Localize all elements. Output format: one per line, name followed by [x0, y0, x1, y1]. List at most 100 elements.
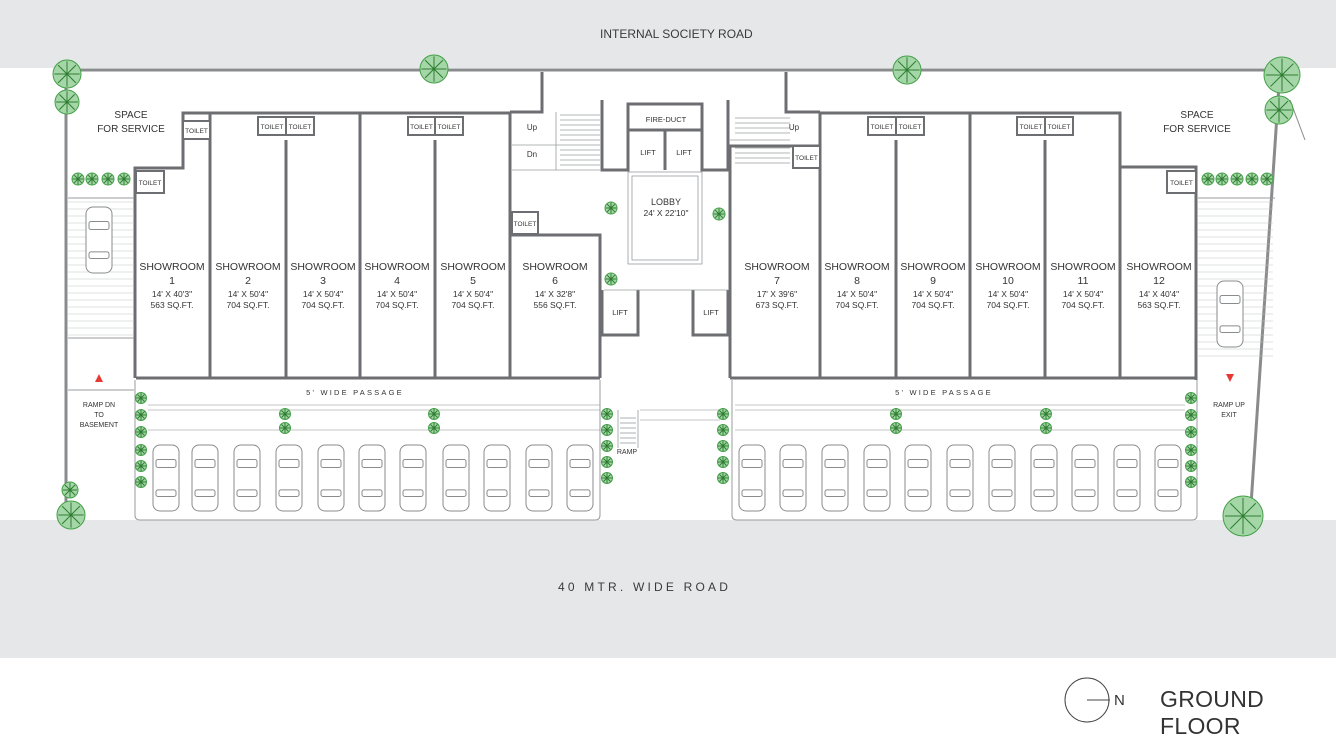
showroom-area: 704 SQ.FT. [302, 300, 345, 310]
showroom-dims: 14' X 50'4" [837, 289, 877, 299]
car [1113, 444, 1141, 512]
car [152, 444, 180, 512]
showroom-area: 704 SQ.FT. [987, 300, 1030, 310]
showroom-number: 7 [774, 275, 780, 287]
showroom-number: 1 [169, 275, 175, 287]
showroom-dims: 14' X 50'4" [988, 289, 1028, 299]
tree-icon [61, 481, 79, 499]
toilet: TOILET [792, 145, 821, 169]
toilet: TOILET [407, 116, 436, 136]
tree-icon [117, 172, 131, 186]
showroom-area: 556 SQ.FT. [534, 300, 577, 310]
toilet: TOILET [895, 116, 925, 136]
tree-icon [56, 500, 86, 530]
tree-icon [1264, 95, 1294, 125]
showroom-1: SHOWROOM 1 14' X 40'3"563 SQ.FT. [139, 261, 204, 310]
toilet-label: TOILET [185, 128, 208, 135]
service-space-left-line2: FOR SERVICE [97, 124, 165, 135]
north-label: N [1114, 692, 1125, 709]
showroom-number: 12 [1153, 275, 1165, 287]
lift-label: LIFT [676, 148, 692, 157]
showroom-dims: 14' X 40'4" [1139, 289, 1179, 299]
toilet-label: TOILET [1048, 124, 1071, 131]
tree-icon [1263, 56, 1301, 94]
car [946, 444, 974, 512]
showroom-number: 9 [930, 275, 936, 287]
main-road-band [0, 520, 1336, 658]
showroom-label: SHOWROOM [744, 261, 809, 273]
showroom-area: 704 SQ.FT. [227, 300, 270, 310]
stair-up-label: Up [789, 123, 800, 132]
tree-icon [279, 408, 291, 420]
ramp-down-arrow-icon [95, 374, 103, 382]
showroom-area: 563 SQ.FT. [1138, 300, 1181, 310]
toilet: TOILET [1166, 170, 1197, 194]
toilet: TOILET [182, 120, 211, 140]
showroom-label: SHOWROOM [290, 261, 355, 273]
service-space-left-line1: SPACE [114, 110, 147, 121]
showroom-area: 563 SQ.FT. [151, 300, 194, 310]
tree-icon [428, 408, 440, 420]
showroom-number: 4 [394, 275, 400, 287]
tree-icon [279, 422, 291, 434]
showroom-area: 704 SQ.FT. [452, 300, 495, 310]
toilet: TOILET [1016, 116, 1046, 136]
toilet: TOILET [257, 116, 287, 136]
tree-icon [1215, 172, 1229, 186]
showroom-label: SHOWROOM [215, 261, 280, 273]
showroom-label: SHOWROOM [364, 261, 429, 273]
toilet: TOILET [1044, 116, 1074, 136]
lobby-outline [604, 171, 728, 291]
tree-icon [101, 172, 115, 186]
stair-up-label: Up [527, 123, 538, 132]
tree-icon [601, 440, 613, 452]
tree-icon [135, 476, 147, 488]
car [85, 206, 113, 274]
fire-duct-label: FIRE-DUCT [646, 115, 687, 124]
tree-icon [1185, 426, 1197, 438]
parked-cars [85, 206, 1244, 512]
showroom-area: 704 SQ.FT. [836, 300, 879, 310]
tree-icon [601, 472, 613, 484]
tree-icon [601, 408, 613, 420]
showroom-dims: 14' X 50'4" [913, 289, 953, 299]
tree-icon [135, 444, 147, 456]
showroom-number: 11 [1078, 275, 1089, 287]
main-road-label: 40 MTR. WIDE ROAD [558, 580, 732, 594]
toilet-label: TOILET [871, 124, 894, 131]
tree-icon [604, 201, 618, 215]
car [483, 444, 511, 512]
tree-icon [1185, 476, 1197, 488]
showroom-label: SHOWROOM [139, 261, 204, 273]
stair-dn-label: Dn [527, 150, 537, 159]
toilet-label: TOILET [795, 155, 818, 162]
internal-road-band [0, 0, 1336, 68]
tree-icon [1040, 422, 1052, 434]
showroom-number: 6 [552, 275, 558, 287]
showroom-number: 8 [854, 275, 860, 287]
car [821, 444, 849, 512]
tree-icon [54, 89, 80, 115]
car [275, 444, 303, 512]
car [191, 444, 219, 512]
tree-icon [601, 456, 613, 468]
tree-icon [601, 424, 613, 436]
showroom-dims: 14' X 40'3" [152, 289, 192, 299]
passage-label-right: 5' WIDE PASSAGE [895, 388, 993, 397]
ramp-left-label: RAMP DN [83, 402, 115, 409]
toilet-label: TOILET [261, 124, 284, 131]
showroom-dims: 14' X 32'8" [535, 289, 575, 299]
showroom-dims: 14' X 50'4" [303, 289, 343, 299]
tree-icon [717, 456, 729, 468]
tree-icon [604, 272, 618, 286]
showroom-area: 673 SQ.FT. [756, 300, 799, 310]
toilet: TOILET [867, 116, 897, 136]
showroom-label: SHOWROOM [975, 261, 1040, 273]
